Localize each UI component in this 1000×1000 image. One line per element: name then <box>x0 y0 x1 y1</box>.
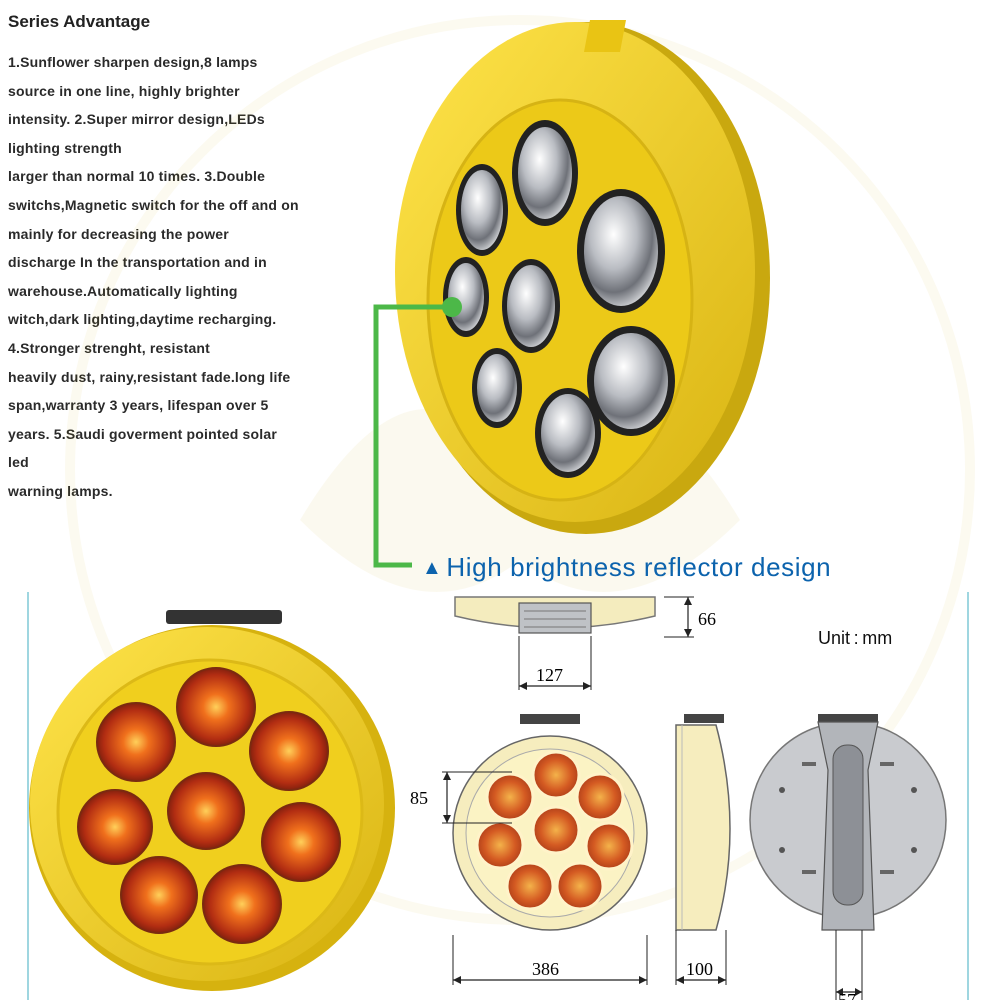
chrome-reflector <box>502 259 560 353</box>
description-line: witch,dark lighting,daytime recharging. <box>8 311 277 328</box>
description-line: warning lamps. <box>8 482 113 499</box>
chrome-reflector <box>535 388 601 478</box>
side-view-drawing <box>675 714 731 985</box>
drawing-led <box>531 805 581 855</box>
triangle-marker-icon: ▲ <box>422 557 443 579</box>
chrome-reflector <box>456 164 508 256</box>
front-view-dimensions <box>442 771 648 985</box>
advantage-description: 1.Sunflower sharpen design,8 lamps sourc… <box>8 48 338 506</box>
reflector-caption: ▲High brightness reflector design <box>422 552 831 583</box>
amber-led <box>120 856 198 934</box>
chrome-reflector <box>512 120 578 226</box>
dimension-label-bracket-width: 57 <box>838 990 856 1000</box>
description-line: intensity. 2.Super mirror design,LEDs <box>8 111 265 128</box>
dimension-label-lamp-diameter: 85 <box>410 788 428 808</box>
caption-leader-line <box>373 297 462 568</box>
amber-led <box>77 789 153 865</box>
amber-led <box>176 667 256 747</box>
section-title: Series Advantage <box>8 12 151 31</box>
drawing-led <box>485 772 535 822</box>
drawing-led <box>555 861 605 911</box>
drawing-led <box>505 861 555 911</box>
description-line: 4.Stronger strenght, resistant <box>8 339 211 356</box>
back-view-drawing <box>749 714 947 1000</box>
description-line: lighting strength <box>8 139 122 156</box>
chrome-reflector <box>443 257 489 337</box>
chrome-reflector <box>577 189 665 313</box>
amber-led <box>167 772 245 850</box>
description-line: larger than normal 10 times. 3.Double <box>8 168 266 185</box>
description-line: switchs,Magnetic switch for the off and … <box>8 196 299 213</box>
description-line: led <box>8 454 29 471</box>
chrome-reflectors <box>443 120 675 478</box>
description-line: span,warranty 3 years, lifespan over 5 <box>8 397 269 414</box>
dimension-label-height: 66 <box>698 609 716 629</box>
amber-led <box>202 864 282 944</box>
description-line: years. 5.Saudi goverment pointed solar <box>8 425 278 442</box>
drawing-led <box>584 821 634 871</box>
chrome-reflector <box>587 326 675 436</box>
caption-text: High brightness reflector design <box>446 552 832 582</box>
description-line: discharge In the transportation and in <box>8 254 267 271</box>
dimension-label-overall-diameter: 386 <box>532 959 559 979</box>
top-view-drawing <box>454 596 694 690</box>
description-line: source in one line, highly brighter <box>8 82 240 99</box>
description-line: 1.Sunflower sharpen design,8 lamps <box>8 54 258 70</box>
amber-led <box>96 702 176 782</box>
amber-led <box>249 711 329 791</box>
dimension-label-panel-width: 127 <box>536 665 563 685</box>
front-view-leds <box>475 750 634 911</box>
drawing-led <box>475 820 525 870</box>
unit-label: Unit : mm <box>818 628 893 648</box>
description-line: mainly for decreasing the power <box>8 225 229 242</box>
dimension-label-depth: 100 <box>686 959 713 979</box>
drawing-led <box>575 772 625 822</box>
amber-leds <box>77 667 341 944</box>
drawing-led <box>531 750 581 800</box>
description-line: heavily dust, rainy,resistant fade.long … <box>8 368 291 385</box>
chrome-reflector <box>472 348 522 428</box>
amber-led <box>261 802 341 882</box>
description-line: warehouse.Automatically lighting <box>8 282 238 299</box>
